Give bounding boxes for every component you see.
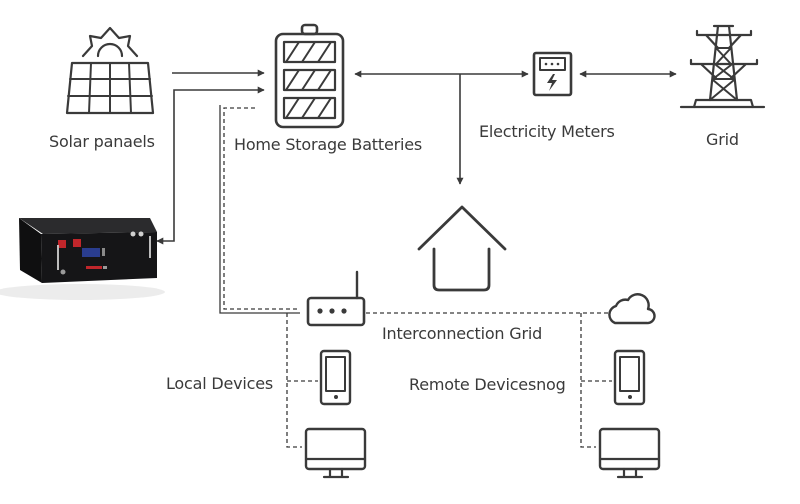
local-smartphone-icon [319, 349, 352, 406]
remote-smartphone-icon [613, 349, 646, 406]
solar-panel-icon [65, 26, 155, 115]
cloud-icon [608, 293, 656, 325]
battery-to-router-dashed-line [223, 107, 300, 310]
home-storage-batteries-label: Home Storage Batteries [234, 135, 422, 154]
remote-monitor-icon [598, 427, 661, 479]
rack-battery-to-battery-arrow [156, 86, 265, 245]
router-icon [306, 270, 366, 327]
battery-icon [274, 23, 345, 129]
rack-battery-unit-image [0, 218, 165, 300]
solar-panels-label: Solar panaels [49, 132, 155, 151]
grid-label: Grid [706, 130, 739, 149]
interconnection-grid-label: Interconnection Grid [382, 324, 543, 343]
house-icon [417, 205, 507, 292]
remote-devices-dashed-line [580, 313, 612, 448]
battery-to-router-outer-line [219, 105, 300, 314]
power-tower-icon [679, 24, 766, 109]
local-devices-label: Local Devices [166, 374, 274, 393]
local-monitor-icon [304, 427, 367, 479]
electricity-meters-label: Electricity Meters [479, 122, 615, 141]
remote-devices-label: Remote Devicesnog [409, 375, 566, 394]
local-devices-dashed-line [286, 313, 318, 448]
electric-meter-icon [532, 51, 573, 97]
